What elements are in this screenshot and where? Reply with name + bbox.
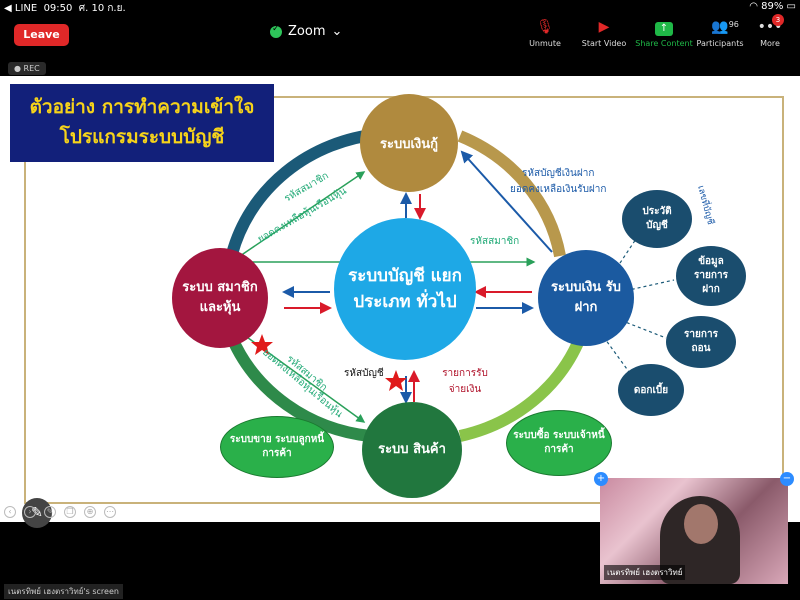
more-badge: 3 [772,14,784,26]
wifi-icon: ◠ [749,1,758,12]
unmute-button[interactable]: 🎙 Unmute [517,18,573,48]
node-account-history: ประวัติ บัญชี [622,190,692,248]
rec-label: REC [23,64,40,73]
label-deposit-code: รหัสบัญชีเงินฝาก [522,168,595,179]
participants-icon: 👥96 [692,18,748,36]
expand-video-icon[interactable]: + [594,472,608,486]
zoom-icon[interactable]: ⊕ [84,506,96,518]
status-left: ◀ LINE 09:50 ศ. 10 ก.ย. [4,1,126,16]
recording-indicator: ● REC [8,62,46,75]
unmute-label: Unmute [529,39,561,48]
share-content-label: Share Content [635,39,693,48]
slide-title: ตัวอย่าง การทำความเข้าใจ โปรแกรมระบบบัญช… [10,84,274,162]
slide-title-line2: โปรแกรมระบบบัญชี [59,126,225,148]
node-purchase-payable: ระบบซื้อ ระบบเจ้าหนี้ การค้า [506,410,612,476]
node-inventory-system: ระบบ สินค้า [362,402,462,498]
node-withdrawals: รายการ ถอน [666,316,736,368]
minimize-video-icon[interactable]: − [780,472,794,486]
copy-icon[interactable]: ❐ [64,506,76,518]
participant-name: เนตรทิพย์ เฮงตราวิทย์ [604,565,686,580]
battery-icon: ▭ [786,1,796,12]
start-video-label: Start Video [581,39,627,48]
shared-slide: ตัวอย่าง การทำความเข้าใจ โปรแกรมระบบบัญช… [0,76,800,528]
participants-button[interactable]: 👥96 Participants [692,18,748,48]
participants-count: 96 [728,20,739,29]
node-loan-system: ระบบเงินกู้ [360,94,458,192]
diagram-connectors [226,128,675,442]
prev-slide-icon[interactable]: ‹ [4,506,16,518]
video-off-icon: ▶ [598,19,610,35]
star-icon-left [251,334,273,355]
share-icon: ↑ [655,22,673,36]
label-account-code: รหัสบัญชี [344,368,384,379]
node-deposit-items: ข้อมูล รายการ ฝาก [676,246,746,306]
zoom-toolbar: Leave Zoom ⌄ 🎙 Unmute ▶ Start Video ↑ Sh… [0,14,800,58]
ring-arc-topleft [226,128,381,256]
slide-title-line1: ตัวอย่าง การทำความเข้าใจ [29,96,255,118]
start-video-button[interactable]: ▶ Start Video [576,18,632,48]
node-interest: ดอกเบี้ย [618,364,684,416]
chevron-down-icon: ⌄ [331,24,343,39]
more-dots-icon: ••• [757,19,783,35]
record-icon: ● [14,64,21,73]
status-date: ศ. 10 ก.ย. [78,3,126,14]
more-controls-icon[interactable]: ⋯ [104,506,116,518]
slide-controls: ‹ › ✎ ❐ ⊕ ⋯ [4,506,116,518]
share-content-button[interactable]: ↑ Share Content [634,18,694,48]
meeting-title[interactable]: Zoom ⌄ [270,24,342,39]
next-slide-icon[interactable]: › [24,506,36,518]
node-general-ledger: ระบบบัญชี แยกประเภท ทั่วไป [334,218,476,360]
ring-arc-topright [457,130,566,258]
leave-button[interactable]: Leave [14,24,69,46]
label-member-code-mid: รหัสสมาชิก [470,236,520,247]
status-time: 09:50 [43,3,73,14]
back-to-line[interactable]: ◀ LINE [4,3,38,14]
node-sales-receivable: ระบบขาย ระบบลูกหนี้ การค้า [220,416,334,478]
more-button[interactable]: ••• 3 More [742,14,798,48]
participants-label: Participants [696,39,744,48]
status-right: ◠ 89% ▭ [749,1,796,12]
more-label: More [760,39,780,48]
encryption-shield-icon [270,24,282,38]
label-receipts-payments: รายการรับ จ่ายเงิน [442,368,488,395]
self-video-tile[interactable]: + − เนตรทิพย์ เฮงตราวิทย์ [594,472,794,584]
screen-owner-label: เนตรทิพย์ เฮงตราวิทย์'s screen [4,584,123,599]
node-member-share-system: ระบบ สมาชิก และหุ้น [172,248,268,348]
status-bar: ◀ LINE 09:50 ศ. 10 ก.ย. ◠ 89% ▭ [0,0,800,14]
meeting-title-text: Zoom [288,24,326,39]
label-deposit-balance: ยอดคงเหลือเงินรับฝาก [510,184,607,195]
node-deposit-system: ระบบเงิน รับฝาก [538,250,634,346]
star-icon-bottom [385,370,407,391]
ring-arc-bottomleft [226,335,371,442]
annotate-icon[interactable]: ✎ [44,506,56,518]
ring-arc-bottomright [458,335,586,442]
mic-muted-icon: 🎙 [536,19,554,35]
battery-percent: 89% [761,1,784,12]
